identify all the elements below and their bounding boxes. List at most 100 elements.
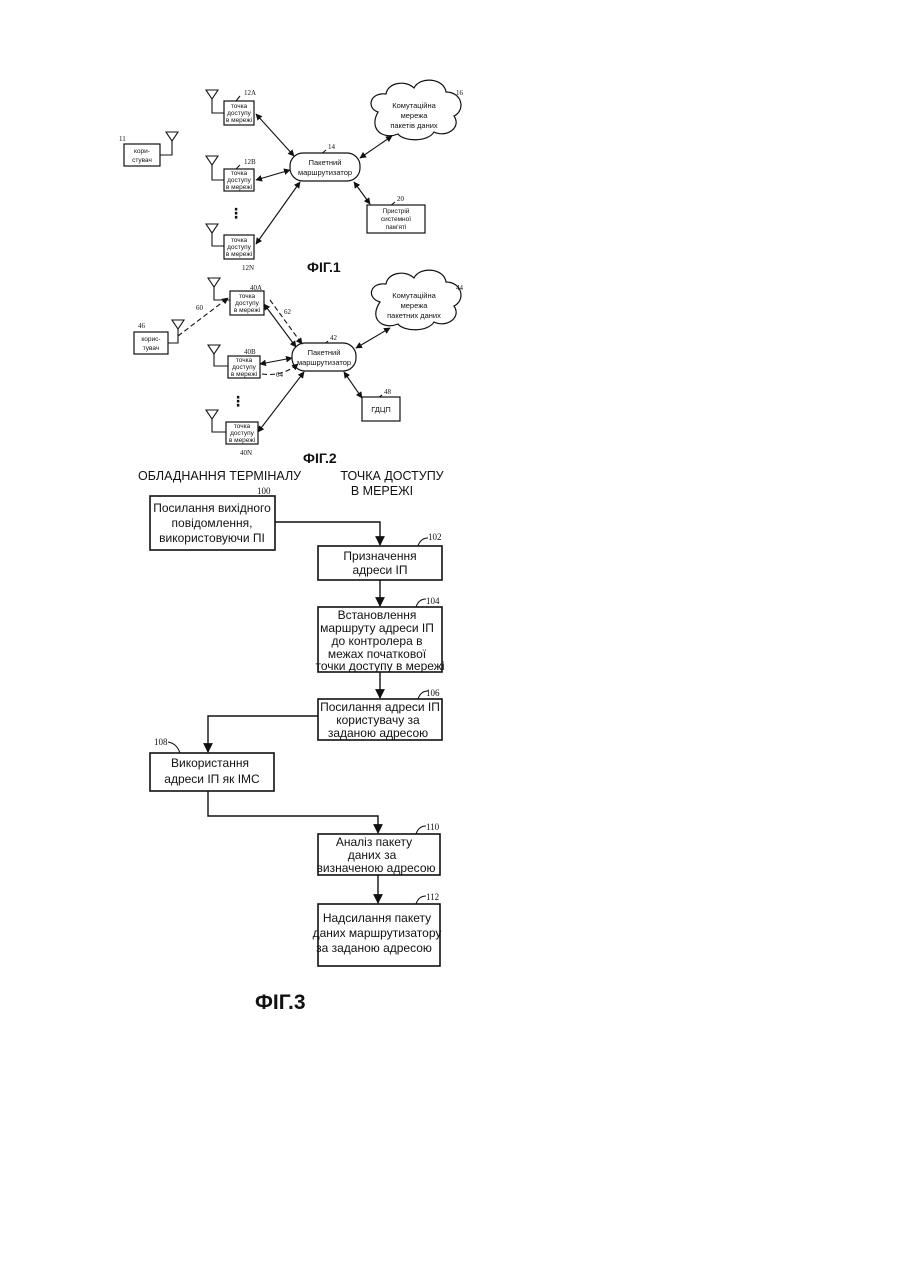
fig1-user-antenna-icon — [166, 132, 178, 141]
fig3-step-108-ref: 108 — [154, 737, 168, 747]
fig2-ap-b-label-3: в мережі — [231, 370, 257, 378]
fig3-step-112-line-2: даних маршрутизатору — [313, 926, 442, 940]
fig3-step-110-line-3: визначеною адресою — [316, 861, 435, 875]
fig2-ap-a-label-1: точка — [239, 293, 256, 300]
fig3-step-108-line-1: Використання — [171, 756, 249, 770]
fig1-ap-b-antenna-mast — [212, 165, 224, 180]
fig3-step-104: 104 Встановлення маршруту адреси ІП до к… — [316, 596, 445, 673]
fig2-router-label-2: маршрутизатор — [297, 358, 351, 367]
fig2-router-label-1: Пакетний — [308, 348, 341, 357]
fig3-step-106-line-2: користувачу за — [336, 713, 420, 727]
fig1-ap-b-label-1: точка — [231, 170, 248, 177]
fig3-step-100-line-3: використовуючи ПІ — [159, 531, 265, 545]
fig2-user-label-2: тувач — [143, 345, 160, 352]
fig2-ap-a-label-2: доступу — [235, 300, 259, 307]
fig2-ap-n-label-3: в мережі — [229, 436, 255, 444]
fig1-access-point-a: 12A точка доступу в мережі — [206, 89, 256, 125]
fig3-step-104-ref: 104 — [426, 596, 440, 606]
fig3-caption: ФІГ.3 — [255, 991, 306, 1014]
fig1-user-label-2: стувач — [132, 157, 152, 164]
fig2-ap-b-label-1: точка — [236, 357, 253, 364]
fig3-step-110-ref: 110 — [426, 822, 440, 832]
fig1-storage-ref: 20 — [397, 195, 405, 203]
fig1-ap-n-antenna-icon — [206, 224, 218, 233]
fig3-step-112: 112 Надсилання пакету даних маршрутизато… — [313, 892, 442, 966]
fig1-router-label-2: маршрутизатор — [298, 168, 352, 177]
fig1-ap-n-label-2: доступу — [227, 244, 251, 251]
fig2-link-62 — [270, 300, 302, 344]
fig2-ap-b-ref: 40B — [244, 348, 256, 356]
fig2-hdcp: 48 ГДЦП — [362, 388, 400, 421]
fig1-system-storage: 20 Пристрій системної пам'яті — [367, 195, 425, 233]
fig1-network-label-2: мережа — [401, 111, 429, 120]
fig3-header-access-point-2: В МЕРЕЖІ — [351, 484, 413, 498]
fig2-user-ref: 46 — [138, 322, 146, 330]
fig1-storage-label-2: системної — [381, 216, 411, 223]
fig2-packet-router: 42 Пакетний маршрутизатор — [292, 334, 356, 371]
fig2-link-60 — [178, 298, 228, 336]
fig2-link-ref-60: 60 — [196, 304, 204, 312]
fig3-step-100-line-2: повідомлення, — [172, 516, 253, 530]
fig3-step-100-line-1: Посилання вихідного — [153, 501, 271, 515]
fig2-hdcp-label: ГДЦП — [371, 405, 391, 414]
fig1-ap-n-antenna-mast — [212, 233, 224, 246]
fig3-header-access-point-1: ТОЧКА ДОСТУПУ — [340, 469, 443, 483]
fig1-ellipsis: ⋮ — [229, 205, 243, 221]
figure-2: 46 корис- тувач 40A точка доступу в мере… — [134, 270, 464, 466]
fig3-step-108: 108 Використання адреси ІП як ІМС — [150, 737, 274, 791]
fig1-packet-router: 14 Пакетний маршрутизатор — [290, 143, 360, 181]
fig2-ap-n-antenna-icon — [206, 410, 218, 419]
fig1-ap-a-label-1: точка — [231, 103, 248, 110]
fig2-ap-n-label-1: точка — [234, 423, 251, 430]
fig3-step-112-line-3: за заданою адресою — [316, 941, 432, 955]
fig2-ap-n-antenna-mast — [212, 419, 226, 432]
fig2-user-terminal: 46 корис- тувач — [134, 320, 184, 354]
fig2-user-antenna-mast — [168, 329, 178, 343]
fig2-user-antenna-icon — [172, 320, 184, 329]
fig1-ap-b-label-2: доступу — [227, 177, 251, 184]
fig3-step-102-line-2: адреси ІП — [352, 563, 407, 577]
fig3-arrow-108-110 — [208, 791, 378, 833]
fig1-caption: ФІГ.1 — [307, 259, 341, 275]
fig2-caption: ФІГ.2 — [303, 450, 337, 466]
fig2-link-ref-64: 64 — [276, 371, 284, 379]
fig2-hdcp-ref: 48 — [384, 388, 392, 396]
fig3-step-104-line-5: точки доступу в мережі — [316, 659, 445, 673]
fig3-step-106-line-3: заданою адресою — [328, 726, 428, 740]
fig2-user-label-1: корис- — [141, 336, 160, 343]
figure-1: 11 кори- стувач 12A точка доступу в мере… — [119, 80, 464, 275]
fig1-user-antenna-mast — [160, 140, 172, 155]
fig2-ap-a-label-3: в мережі — [234, 306, 260, 314]
fig2-link-ref-62: 62 — [284, 308, 292, 316]
fig2-router-ref: 42 — [330, 334, 338, 342]
fig1-packet-network-cloud: 16 Комутаційна мережа пакетів даних — [371, 80, 463, 140]
fig1-access-point-n: точка доступу в мережі 12N — [206, 224, 254, 272]
fig2-ap-a-antenna-icon — [208, 278, 220, 287]
fig2-network-ref: 44 — [456, 284, 464, 292]
fig1-ap-b-label-3: в мережі — [226, 183, 252, 191]
fig3-step-108-line-2: адреси ІП як ІМС — [164, 772, 260, 786]
fig3-step-102-ref: 102 — [428, 532, 442, 542]
fig1-router-ref: 14 — [328, 143, 336, 151]
fig3-step-104-line-2: маршруту адреси ІП — [320, 621, 434, 635]
fig2-network-label-2: мережа — [401, 301, 429, 310]
fig2-ap-b-label-2: доступу — [232, 364, 256, 371]
fig1-network-ref: 16 — [456, 89, 464, 97]
fig1-ap-a-ref: 12A — [244, 89, 256, 97]
fig1-user-label-1: кори- — [134, 148, 150, 155]
figure-3-flowchart: ОБЛАДНАННЯ ТЕРМІНАЛУ ТОЧКА ДОСТУПУ В МЕР… — [138, 469, 445, 1014]
fig1-user-ref: 11 — [119, 135, 126, 143]
fig2-ap-n-ref: 40N — [240, 449, 252, 457]
fig2-access-point-a: 40A точка доступу в мережі — [208, 278, 264, 315]
fig3-header-terminal: ОБЛАДНАННЯ ТЕРМІНАЛУ — [138, 469, 301, 483]
fig3-step-104-line-3: до контролера в — [331, 634, 422, 648]
fig1-ap-b-antenna-icon — [206, 156, 218, 165]
fig1-router-label-1: Пакетний — [309, 158, 342, 167]
fig3-step-104-line-1: Встановлення — [338, 608, 417, 622]
fig3-step-112-line-1: Надсилання пакету — [323, 911, 431, 925]
fig3-step-100: 100 Посилання вихідного повідомлення, ви… — [150, 486, 275, 550]
fig2-network-label-1: Комутаційна — [392, 291, 436, 300]
fig3-step-112-ref: 112 — [426, 892, 439, 902]
fig1-storage-label-3: пам'яті — [386, 223, 407, 231]
